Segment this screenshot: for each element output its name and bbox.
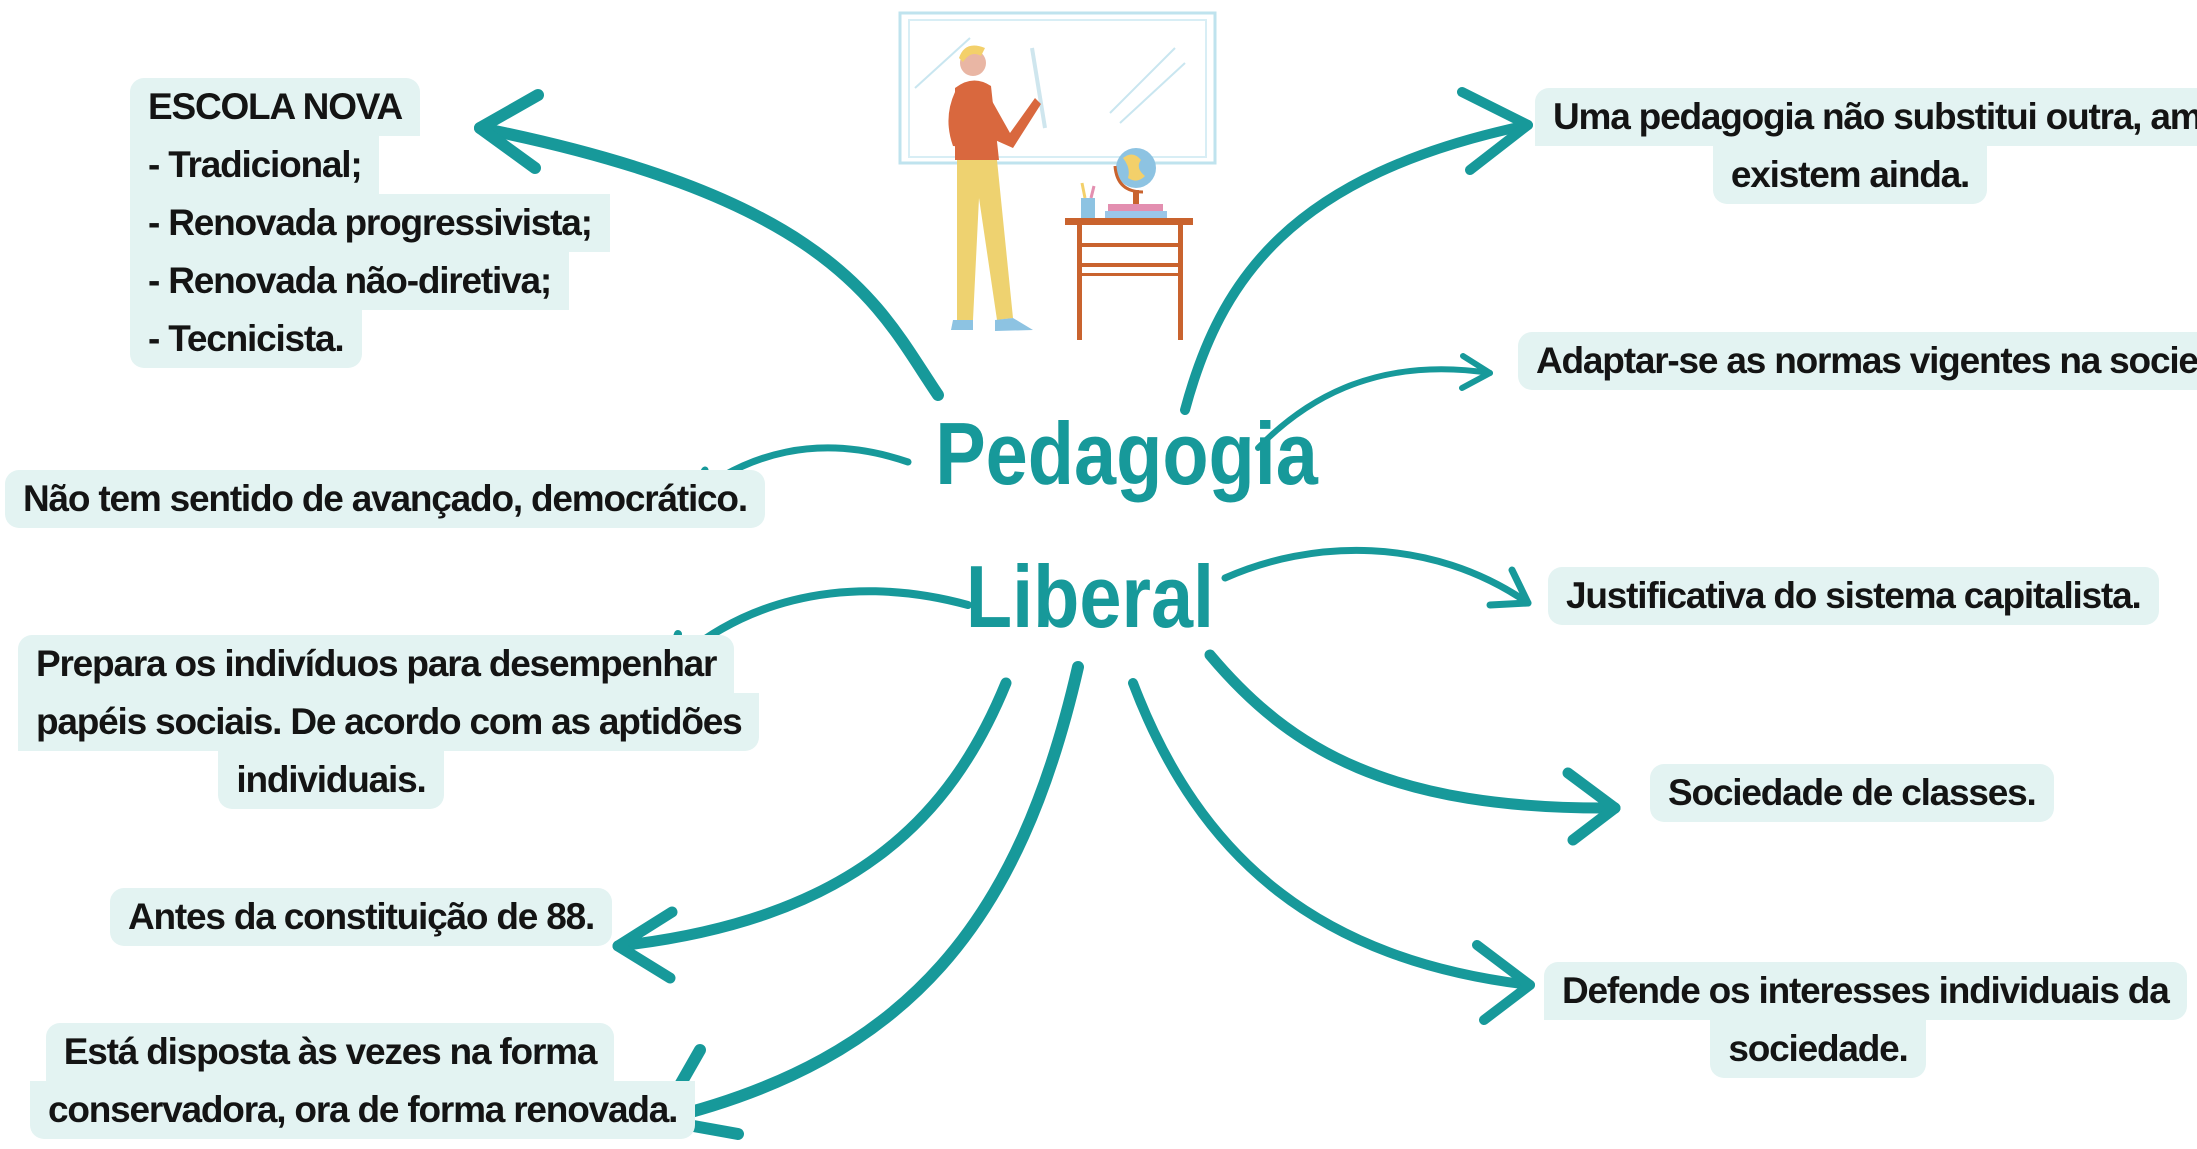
escola-nova-item: - Tecnicista. xyxy=(148,318,345,359)
arrowhead-antes xyxy=(612,906,678,984)
center-title-line2: Liberal xyxy=(965,547,1215,646)
center-title-line1: Pedagogia xyxy=(935,404,1318,503)
sociedade-text: Sociedade de classes. xyxy=(1668,772,2037,813)
antes-text: Antes da constituição de 88. xyxy=(128,896,595,937)
arrowhead-justificativa xyxy=(1486,566,1532,609)
escola-nova-item: - Renovada não-diretiva; xyxy=(148,260,552,301)
escola-nova-title: ESCOLA NOVA xyxy=(148,86,403,127)
adaptar-text: Adaptar-se as normas vigentes na socieda… xyxy=(1536,340,2197,381)
disposta-line: conservadora, ora de forma renovada. xyxy=(48,1089,678,1130)
justificativa-box: Justificativa do sistema capitalista. xyxy=(1548,567,2159,625)
arrow-uma-pedagogia xyxy=(1180,120,1533,415)
arrowhead-defende xyxy=(1472,940,1535,1025)
defende-box: Defende os interesses individuais da soc… xyxy=(1544,962,2187,1078)
adaptar-box: Adaptar-se as normas vigentes na socieda… xyxy=(1518,332,2197,390)
arrow-escola-nova xyxy=(474,122,944,401)
arrowhead-uma-pedagogia xyxy=(1457,87,1533,175)
escola-nova-item: - Tradicional; xyxy=(148,144,363,185)
escola-nova-item: - Renovada progressivista; xyxy=(148,202,593,243)
arrow-justificativa xyxy=(1221,546,1532,607)
arrowhead-sociedade xyxy=(1562,767,1621,846)
justificativa-text: Justificativa do sistema capitalista. xyxy=(1566,575,2142,616)
disposta-box: Está disposta às vezes na forma conserva… xyxy=(30,1023,696,1139)
arrowhead-adaptar xyxy=(1459,353,1493,391)
disposta-line: Está disposta às vezes na forma xyxy=(63,1031,598,1072)
arrow-antes xyxy=(612,677,1012,952)
defende-line: Defende os interesses individuais da xyxy=(1562,970,2170,1011)
arrow-adaptar xyxy=(1255,366,1493,451)
prepara-line: Prepara os indivíduos para desempenhar xyxy=(36,643,717,684)
prepara-box: Prepara os indivíduos para desempenhar p… xyxy=(18,635,760,809)
arrow-disposta xyxy=(654,661,1084,1126)
uma-pedagogia-line: existem ainda. xyxy=(1730,154,1970,195)
teacher-at-whiteboard-icon xyxy=(898,11,1217,340)
sem-sentido-box: Não tem sentido de avançado, democrático… xyxy=(5,470,765,528)
prepara-line: individuais. xyxy=(236,759,426,800)
antes-box: Antes da constituição de 88. xyxy=(110,888,613,946)
defende-line: sociedade. xyxy=(1728,1028,1908,1069)
sem-sentido-text: Não tem sentido de avançado, democrático… xyxy=(23,478,748,519)
uma-pedagogia-box: Uma pedagogia não substitui outra, ambas… xyxy=(1535,88,2197,204)
arrow-defende xyxy=(1128,678,1535,990)
sociedade-box: Sociedade de classes. xyxy=(1650,764,2054,822)
arrow-sociedade xyxy=(1204,649,1621,814)
escola-nova-box: ESCOLA NOVA - Tradicional; - Renovada pr… xyxy=(130,78,610,411)
prepara-line: papéis sociais. De acordo com as aptidõe… xyxy=(36,701,743,742)
uma-pedagogia-line: Uma pedagogia não substitui outra, ambas xyxy=(1553,96,2197,137)
arrowhead-escola-nova xyxy=(474,89,544,174)
